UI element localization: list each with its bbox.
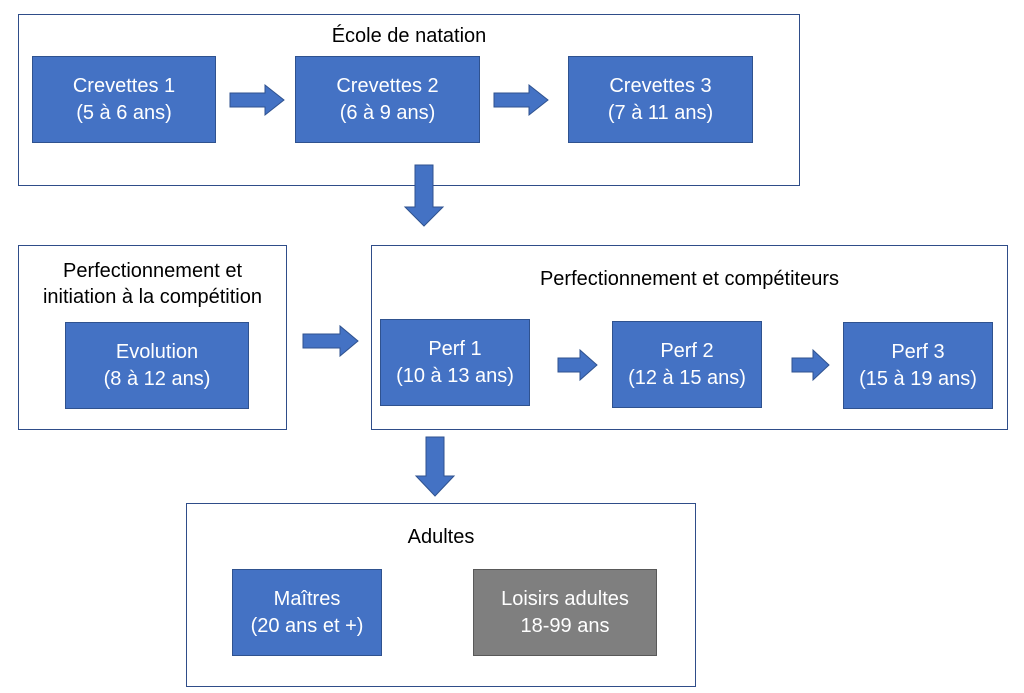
node-loisirs-adultes: Loisirs adultes 18-99 ans bbox=[473, 569, 657, 656]
node-crevettes-2-name: Crevettes 2 bbox=[336, 74, 439, 97]
arrow-evolution-to-perf1 bbox=[302, 324, 359, 358]
node-perf-3-name: Perf 3 bbox=[891, 340, 945, 363]
node-crevettes-1: Crevettes 1 (5 à 6 ans) bbox=[32, 56, 216, 143]
arrow-crevettes2-to-crevettes3 bbox=[493, 83, 549, 117]
node-perf-1-age: (10 à 13 ans) bbox=[396, 364, 514, 387]
node-perf-2-age: (12 à 15 ans) bbox=[628, 366, 746, 389]
arrow-crevettes1-to-crevettes2 bbox=[229, 83, 285, 117]
group-title-perfectionnement-initiation: Perfectionnement et initiation à la comp… bbox=[42, 260, 262, 308]
node-loisirs-adultes-age: 18-99 ans bbox=[520, 614, 610, 637]
arrow-perf2-to-perf3 bbox=[791, 348, 830, 382]
node-perf-3-age: (15 à 19 ans) bbox=[859, 367, 977, 390]
node-crevettes-2-age: (6 à 9 ans) bbox=[339, 101, 436, 124]
node-evolution-age: (8 à 12 ans) bbox=[103, 367, 211, 390]
group-title-ecole: École de natation bbox=[331, 25, 487, 47]
node-evolution-name: Evolution bbox=[115, 340, 199, 363]
node-maitres: Maîtres (20 ans et +) bbox=[232, 569, 382, 656]
arrow-perf1-to-perf2 bbox=[557, 348, 598, 382]
node-crevettes-2: Crevettes 2 (6 à 9 ans) bbox=[295, 56, 480, 143]
arrow-perf-to-adultes bbox=[414, 436, 456, 497]
node-crevettes-3: Crevettes 3 (7 à 11 ans) bbox=[568, 56, 753, 143]
node-crevettes-3-name: Crevettes 3 bbox=[609, 74, 712, 97]
group-title-perf-competiteurs: Perfectionnement et compétiteurs bbox=[539, 268, 840, 290]
node-perf-3: Perf 3 (15 à 19 ans) bbox=[843, 322, 993, 409]
node-perf-1-name: Perf 1 bbox=[428, 337, 482, 360]
node-perf-1: Perf 1 (10 à 13 ans) bbox=[380, 319, 530, 406]
node-perf-2-name: Perf 2 bbox=[660, 339, 714, 362]
node-crevettes-3-age: (7 à 11 ans) bbox=[607, 101, 714, 124]
node-crevettes-1-age: (5 à 6 ans) bbox=[76, 101, 172, 124]
node-loisirs-adultes-name: Loisirs adultes bbox=[501, 587, 629, 610]
node-crevettes-1-name: Crevettes 1 bbox=[72, 74, 176, 97]
node-perf-2: Perf 2 (12 à 15 ans) bbox=[612, 321, 762, 408]
group-title-adultes: Adultes bbox=[407, 526, 475, 548]
node-maitres-name: Maîtres bbox=[273, 587, 341, 610]
arrow-ecole-to-perf bbox=[403, 164, 445, 227]
node-evolution: Evolution (8 à 12 ans) bbox=[65, 322, 249, 409]
node-maitres-age: (20 ans et +) bbox=[250, 614, 364, 637]
